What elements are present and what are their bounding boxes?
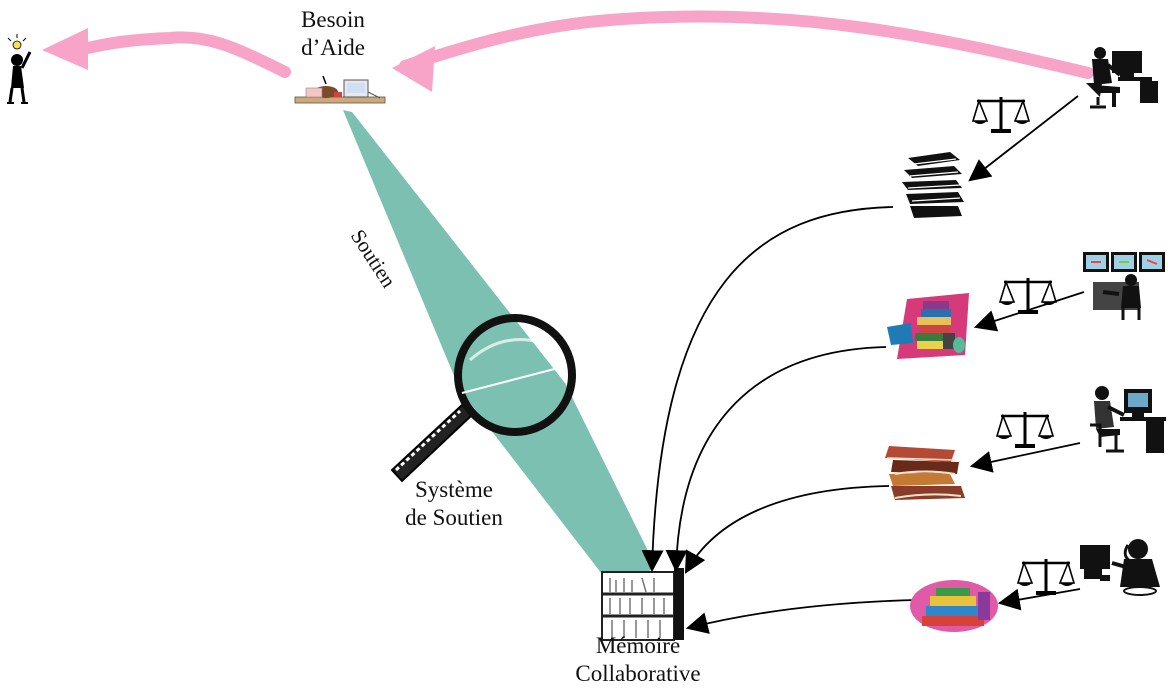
balance-scale-icon <box>971 97 1031 133</box>
systeme-label-line1: Système <box>415 477 493 502</box>
link-worker2-to-books1 <box>973 291 1085 332</box>
phone-operator-icon <box>1080 539 1160 596</box>
systeme-label: Système de Soutien <box>384 476 524 532</box>
old-books-icon <box>885 446 965 500</box>
colorful-books-icon <box>910 580 998 632</box>
link-worker3-to-books2 <box>969 442 1081 473</box>
seated-worker-icon <box>1090 386 1166 453</box>
link-worker4-to-books3 <box>997 588 1081 611</box>
balance-scale-icon <box>998 278 1058 314</box>
computer-worker-icon <box>1086 47 1158 109</box>
systeme-label-line2: de Soutien <box>405 505 503 530</box>
besoin-label-line2: d’Aide <box>301 35 365 60</box>
memoire-label-line2: Collaborative <box>575 661 701 686</box>
help-arrow-to-user <box>42 28 291 78</box>
person-idea-icon <box>7 34 32 104</box>
balance-scale-icon <box>1016 559 1076 595</box>
monitor-operator-icon <box>1083 252 1165 320</box>
book-pile-icon <box>887 293 969 359</box>
desk-clutter-icon <box>294 75 386 104</box>
besoin-label: Besoin d’Aide <box>285 6 381 62</box>
memoire-label-line1: Mémoire <box>595 633 681 658</box>
balance-scale-icon <box>995 412 1055 448</box>
magnifier-icon <box>390 314 576 483</box>
link-books1-to-memory <box>665 346 887 573</box>
link-books3-to-memory <box>685 599 917 634</box>
support-beam <box>343 110 655 600</box>
link-docs-to-memory <box>641 206 894 573</box>
link-worker1-to-docs <box>968 95 1079 182</box>
need-arrow-to-help <box>392 10 1094 92</box>
bookshelf-icon <box>601 568 684 641</box>
memoire-label: Mémoire Collaborative <box>558 632 718 688</box>
link-books2-to-memory <box>684 485 890 574</box>
stack-of-papers-icon <box>902 152 964 218</box>
besoin-label-line1: Besoin <box>301 7 365 32</box>
